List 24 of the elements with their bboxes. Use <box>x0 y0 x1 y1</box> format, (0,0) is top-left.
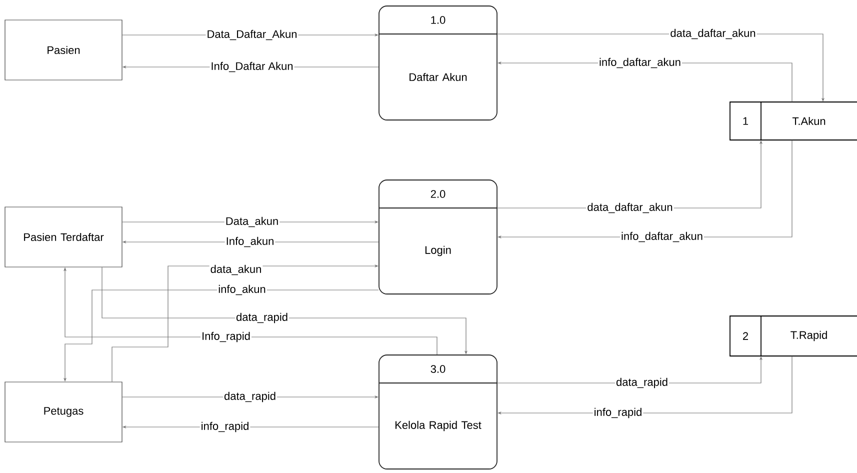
edge-label: Info_akun <box>224 236 276 248</box>
edge-label: data_akun <box>209 264 263 276</box>
edge-label: Data_akun <box>224 216 280 228</box>
edge-label: info_rapid <box>200 420 250 434</box>
edge-label: info_daftar_akun <box>598 56 682 70</box>
entity-box: Petugas <box>4 382 122 442</box>
process-box: 3.0 Kelola Rapid Test <box>378 354 498 470</box>
entity-box: Pasien <box>4 20 122 80</box>
process-box: 1.0 Daftar Akun <box>378 6 498 120</box>
edge-label: data_daftar_akun <box>669 28 757 40</box>
edge-label: data_rapid <box>615 376 669 390</box>
edge-label: info_daftar_akun <box>620 230 704 244</box>
edge-label: Info_Daftar Akun <box>210 60 294 74</box>
data-store: 2 T.Rapid <box>730 316 857 356</box>
edge-label: data_rapid <box>223 390 277 404</box>
edge-label: Data_Daftar_Akun <box>206 28 298 42</box>
process-box: 2.0 Login <box>378 180 498 294</box>
data-store: 1 T.Akun <box>730 102 857 140</box>
edge-label: Info_rapid <box>200 330 252 344</box>
edge-label: info_akun <box>217 284 267 296</box>
edge-label: data_daftar_akun <box>586 202 674 214</box>
edge-label: data_rapid <box>235 312 289 324</box>
edge-label: info_rapid <box>592 406 644 420</box>
entity-box: Pasien Terdaftar <box>4 206 122 268</box>
